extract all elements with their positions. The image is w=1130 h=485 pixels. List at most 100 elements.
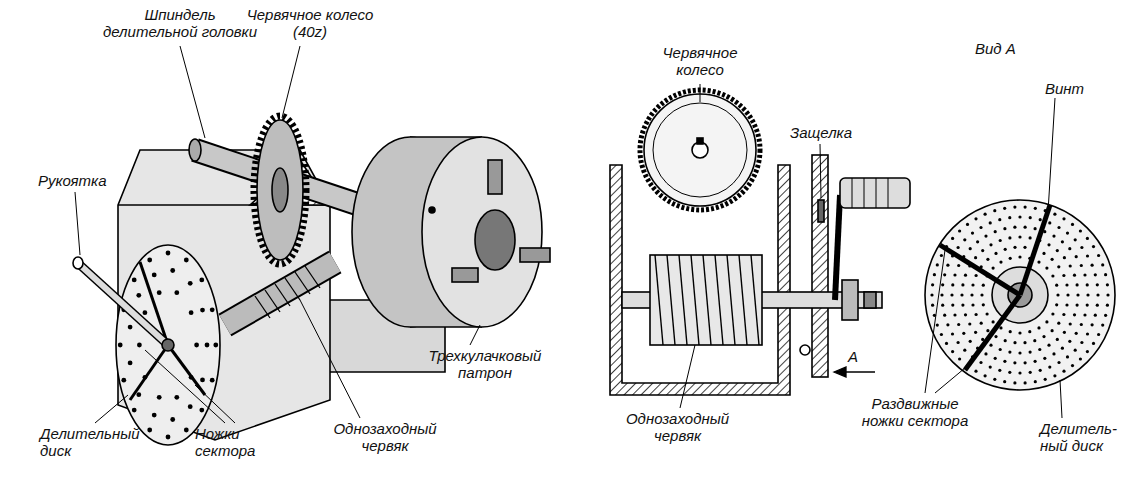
index-hole [157,290,162,295]
index-hole [1008,216,1011,219]
index-hole [1056,249,1059,252]
index-hole [1038,348,1041,351]
index-hole [999,348,1002,351]
index-hole [147,258,152,263]
index-hole [989,243,992,246]
index-hole [953,273,956,276]
index-hole [993,378,996,381]
index-hole [1080,246,1083,249]
index-hole [1013,341,1016,344]
index-hole [994,230,997,233]
index-hole [1055,284,1058,287]
index-hole [974,370,977,373]
index-hole [940,254,943,257]
index-hole [951,304,954,307]
index-hole [1045,320,1048,323]
index-hole [950,293,953,296]
dividing-head [73,116,550,445]
index-hole [184,428,189,433]
worm-wheel-hub [272,168,288,212]
worm-wheel-rim [653,103,747,197]
index-hole [1013,206,1016,209]
index-hole [964,274,967,277]
index-hole [994,335,997,338]
spindle-end [189,139,201,161]
index-hole [152,413,157,418]
index-hole [1076,304,1079,307]
part-label: Винт [1045,80,1105,97]
index-hole [963,238,966,241]
index-hole [194,343,199,348]
index-hole [166,435,171,440]
sector-arm [130,262,205,400]
index-hole [981,249,984,252]
index-hole [936,324,939,327]
index-hole [941,304,944,307]
index-hole [1039,218,1042,221]
index-hole [1086,304,1089,307]
index-hole [1056,293,1059,296]
worm-wheel-teeth [640,90,760,210]
part-label: Шпиндель делительной головки [100,6,260,41]
index-hole [953,313,956,316]
index-hole [989,344,992,347]
index-hole [958,357,961,360]
index-hole [1104,273,1107,276]
worm-thread [655,255,759,345]
worm-wheel [644,94,756,206]
index-hole [971,303,974,306]
index-hole [1062,313,1065,316]
index-hole [951,237,954,240]
index-hole [984,352,987,355]
index-hole [136,293,141,298]
index-hole [1062,217,1065,220]
index-hole [1068,247,1071,250]
index-hole [999,326,1002,329]
worm-wheel [257,120,303,260]
index-hole [940,333,943,336]
index-hole [1086,350,1089,353]
index-hole [1013,381,1016,384]
index-hole [969,247,972,250]
index-hole [1074,238,1077,241]
part-label: Однозаходный червяк [615,410,740,445]
index-hole [1056,338,1059,341]
index-plate [925,200,1115,390]
index-hole [1075,255,1078,258]
index-hole [1068,340,1071,343]
index-hole [1069,264,1072,267]
index-hole [986,329,989,332]
index-hole [936,263,939,266]
index-hole [1004,339,1007,342]
index-hole [210,307,215,312]
index-hole [1018,255,1021,258]
index-hole [1043,357,1046,360]
index-hole [1024,361,1027,364]
grip-knurl [852,178,888,208]
index-hole [960,293,963,296]
index-hole [1086,283,1089,286]
index-hole [1065,303,1068,306]
index-hole [940,293,943,296]
index-hole [1083,273,1086,276]
index-hole [1013,246,1016,249]
index-hole [982,303,985,306]
chuck-jaw [520,248,550,262]
index-hole [200,308,205,313]
index-hole [1094,314,1097,317]
handle-rod [80,265,168,345]
index-hole [1091,264,1094,267]
index-hole [1047,344,1050,347]
index-hole [1051,274,1054,277]
index-hole [1018,235,1021,238]
part-label: Вид А [975,40,1055,57]
part-label: Раздвижные ножки сектора [860,395,970,430]
index-hole [1018,331,1021,334]
index-hole [1073,274,1076,277]
index-hole [184,258,189,263]
index-hole [957,246,960,249]
leader-line [75,46,480,423]
index-hole [174,290,179,295]
worm [225,262,335,325]
index-hole [1096,304,1099,307]
